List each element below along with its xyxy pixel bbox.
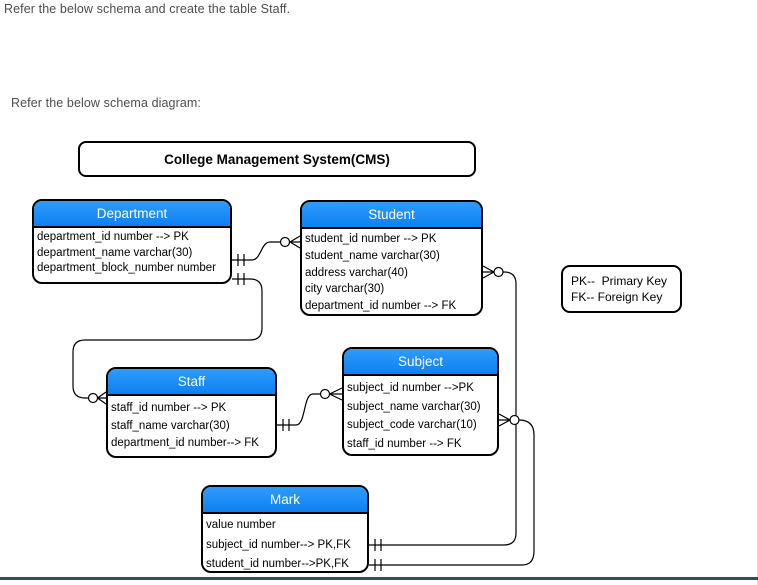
field-mark-student-id: student_id number-->PK,FK	[206, 558, 349, 570]
field-mark-value: value number	[206, 519, 276, 531]
entity-student-header: Student	[302, 202, 481, 229]
diagram-title: College Management System(CMS)	[164, 151, 390, 167]
page-bottom-border	[0, 577, 758, 580]
entity-student: Student student_id number --> PK student…	[300, 200, 483, 316]
legend-foreign-key: FK-- Foreign Key	[571, 290, 663, 304]
field-mark-subject-id: subject_id number--> PK,FK	[206, 538, 351, 551]
legend-primary-key: PK-- Primary Key	[571, 274, 668, 288]
entity-department-fields: department_id number --> PK department_n…	[34, 228, 230, 277]
entity-department: Department department_id number --> PK d…	[32, 199, 232, 284]
field-staff-name: staff_name varchar(30)	[111, 419, 230, 432]
entity-subject: Subject subject_id number -->PK subject_…	[342, 347, 499, 456]
field-subject-name: subject_name varchar(30)	[347, 400, 481, 413]
field-staff-department-id: department_id number--> FK	[111, 437, 259, 449]
field-student-address: address varchar(40)	[305, 266, 408, 279]
field-subject-staff-id: staff_id number --> FK	[347, 437, 462, 450]
entity-staff: Staff staff_id number --> PK staff_name …	[106, 367, 277, 458]
crowfoot-subject-left	[329, 387, 343, 401]
crowfoot-student-right	[482, 265, 495, 279]
field-subject-code: subject_code varchar(10)	[347, 419, 477, 431]
field-department-name: department_name varchar(30)	[37, 246, 193, 259]
entity-staff-header: Staff	[108, 369, 275, 396]
field-staff-id: staff_id number --> PK	[111, 402, 227, 414]
crowfoot-subject-right	[498, 413, 511, 427]
field-student-name: student_name varchar(30)	[305, 249, 440, 262]
connector-staff-subject	[277, 387, 343, 431]
entity-staff-fields: staff_id number --> PK staff_name varcha…	[108, 396, 275, 453]
entity-mark-header: Mark	[203, 487, 367, 514]
field-subject-id: subject_id number -->PK	[347, 382, 474, 394]
legend-box: PK-- Primary Key FK-- Foreign Key	[561, 265, 682, 313]
entity-department-header: Department	[34, 201, 230, 228]
entity-subject-fields: subject_id number -->PK subject_name var…	[344, 376, 497, 453]
entity-mark: Mark value number subject_id number--> P…	[201, 485, 369, 573]
entity-mark-fields: value number subject_id number--> PK,FK …	[203, 514, 367, 571]
diagram-title-box: College Management System(CMS)	[78, 141, 476, 177]
entity-student-fields: student_id number --> PK student_name va…	[302, 229, 481, 314]
crowfoot-student-left	[289, 235, 301, 249]
crowfoot-staff-left	[97, 391, 107, 405]
connector-department-student	[232, 235, 301, 266]
field-student-id: student_id number --> PK	[305, 233, 437, 245]
field-student-department-id: department_id number --> FK	[305, 300, 457, 313]
instruction-create-table-staff: Refer the below schema and create the ta…	[4, 2, 291, 16]
entity-subject-header: Subject	[344, 349, 497, 376]
instruction-refer-schema: Refer the below schema diagram:	[11, 96, 201, 110]
field-department-block-number: department_block_number number	[37, 262, 216, 274]
field-student-city: city varchar(30)	[305, 283, 385, 296]
field-department-id: department_id number --> PK	[37, 231, 189, 243]
